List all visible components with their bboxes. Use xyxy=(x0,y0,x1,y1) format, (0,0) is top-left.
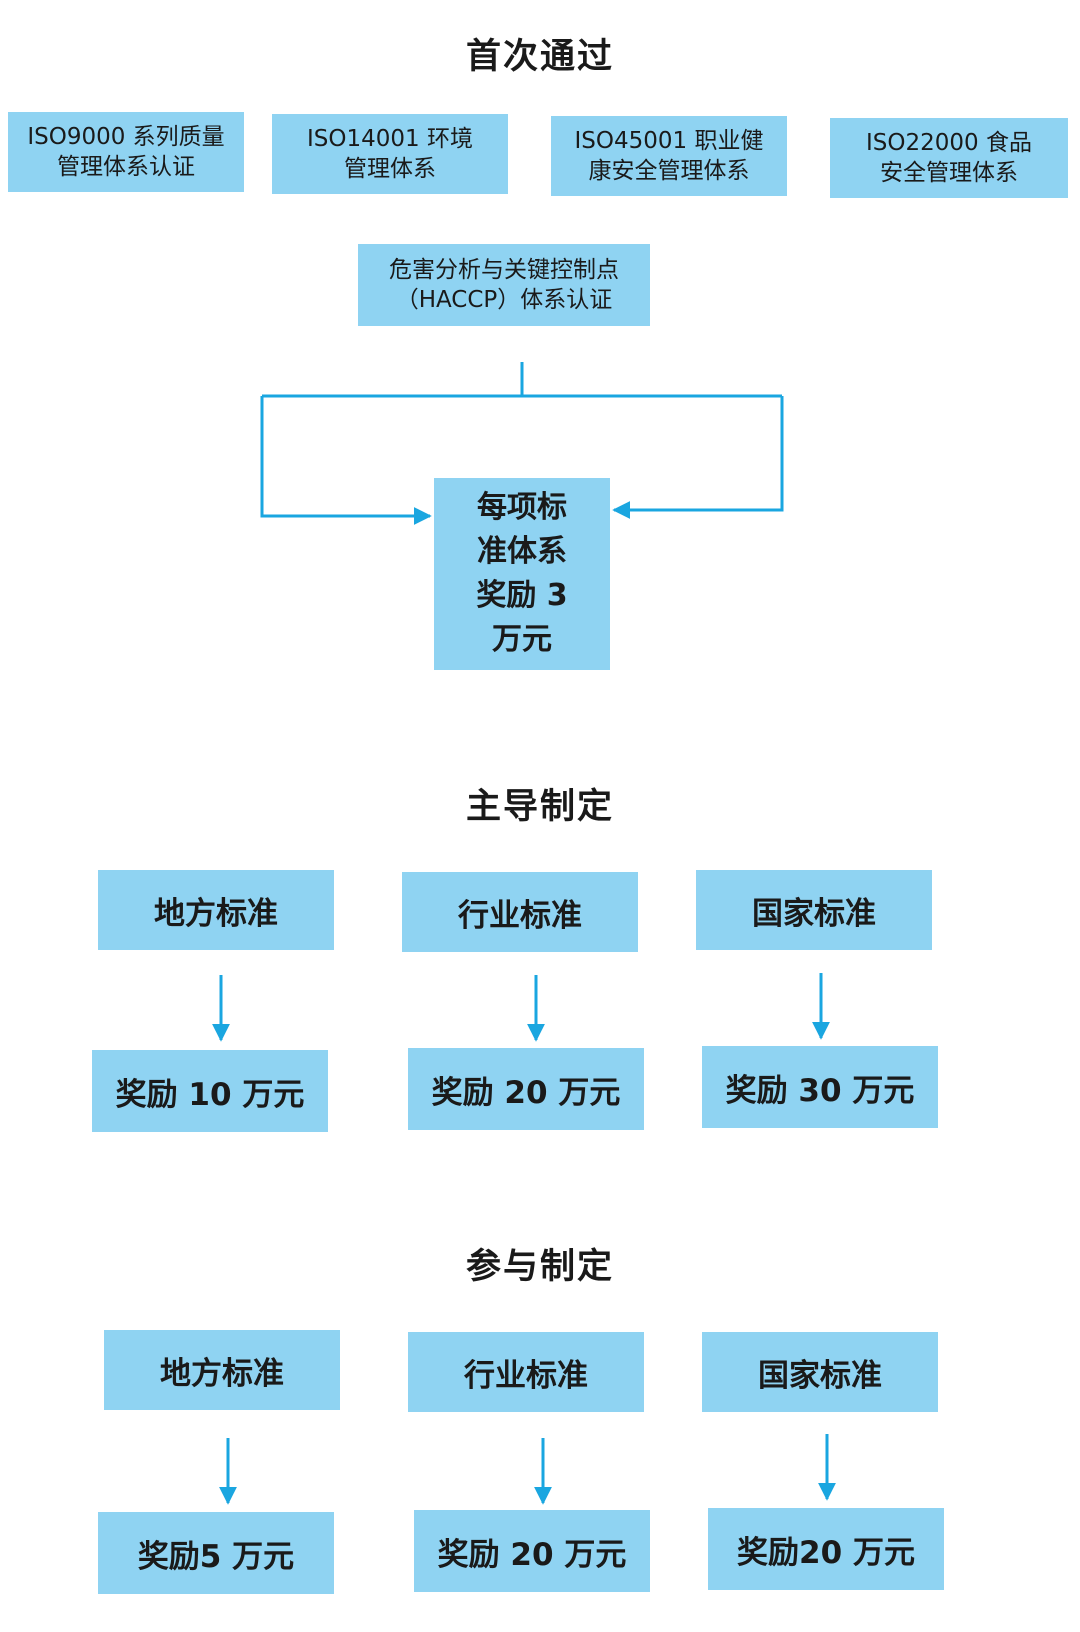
reward-label: 奖励 20 万元 xyxy=(431,1074,621,1111)
right-arrow-connector xyxy=(612,396,784,519)
participate-standard-industry: 行业标准 xyxy=(408,1332,644,1412)
cert-iso9000-box: ISO9000 系列质量 管理体系认证 xyxy=(8,112,244,192)
reward-label-line3: 奖励 3 xyxy=(476,578,568,613)
cert-label-line2: 安全管理体系 xyxy=(880,160,1018,186)
lead-reward-national: 奖励 30 万元 xyxy=(702,1046,938,1128)
participate-standard-national: 国家标准 xyxy=(702,1332,938,1412)
standard-label: 行业标准 xyxy=(458,897,582,934)
reward-label: 奖励20 万元 xyxy=(737,1534,915,1571)
cert-label-line1: ISO14001 环境 xyxy=(307,126,473,152)
reward-per-standard-box: 每项标 准体系 奖励 3 万元 xyxy=(434,478,610,670)
standard-label: 国家标准 xyxy=(758,1357,882,1394)
participate-reward-national: 奖励20 万元 xyxy=(708,1508,944,1590)
participate-reward-industry: 奖励 20 万元 xyxy=(414,1510,650,1592)
cert-label-line1: ISO9000 系列质量 xyxy=(27,124,225,150)
standard-label: 地方标准 xyxy=(154,895,278,932)
cert-iso45001-box: ISO45001 职业健 康安全管理体系 xyxy=(551,116,787,196)
cert-label-line2: 管理体系 xyxy=(344,156,436,182)
cert-label-line1: ISO45001 职业健 xyxy=(574,128,764,154)
reward-label-line2: 准体系 xyxy=(476,534,567,569)
lead-standard-local: 地方标准 xyxy=(98,870,334,950)
reward-label-line4: 万元 xyxy=(491,622,552,657)
cert-haccp-box: 危害分析与关键控制点 （HACCP）体系认证 xyxy=(358,244,650,326)
standard-label: 国家标准 xyxy=(752,895,876,932)
participate-standard-local: 地方标准 xyxy=(104,1330,340,1410)
section-title-participate: 参与制定 xyxy=(465,1247,614,1287)
haccp-label-line2: （HACCP）体系认证 xyxy=(395,287,613,313)
standard-label: 地方标准 xyxy=(160,1355,284,1392)
section-title-lead: 主导制定 xyxy=(465,787,614,827)
lead-reward-local: 奖励 10 万元 xyxy=(92,1050,328,1132)
lead-standard-national: 国家标准 xyxy=(696,870,932,950)
cert-iso22000-box: ISO22000 食品 安全管理体系 xyxy=(830,118,1068,198)
reward-label: 奖励 30 万元 xyxy=(725,1072,915,1109)
cert-label-line2: 康安全管理体系 xyxy=(588,158,750,184)
lead-reward-industry: 奖励 20 万元 xyxy=(408,1048,644,1130)
participate-reward-local: 奖励5 万元 xyxy=(98,1512,334,1594)
lead-standard-industry: 行业标准 xyxy=(402,872,638,952)
standard-label: 行业标准 xyxy=(464,1357,588,1394)
haccp-label-line1: 危害分析与关键控制点 xyxy=(389,257,619,283)
cert-label-line2: 管理体系认证 xyxy=(57,154,195,180)
reward-label: 奖励5 万元 xyxy=(137,1538,295,1575)
reward-label: 奖励 10 万元 xyxy=(115,1076,305,1113)
cert-label-line1: ISO22000 食品 xyxy=(866,130,1032,156)
left-arrow-connector xyxy=(260,396,432,525)
cert-iso14001-box: ISO14001 环境 管理体系 xyxy=(272,114,508,194)
reward-label: 奖励 20 万元 xyxy=(437,1536,627,1573)
reward-label-line1: 每项标 xyxy=(476,490,567,525)
section-title-first: 首次通过 xyxy=(465,37,614,77)
